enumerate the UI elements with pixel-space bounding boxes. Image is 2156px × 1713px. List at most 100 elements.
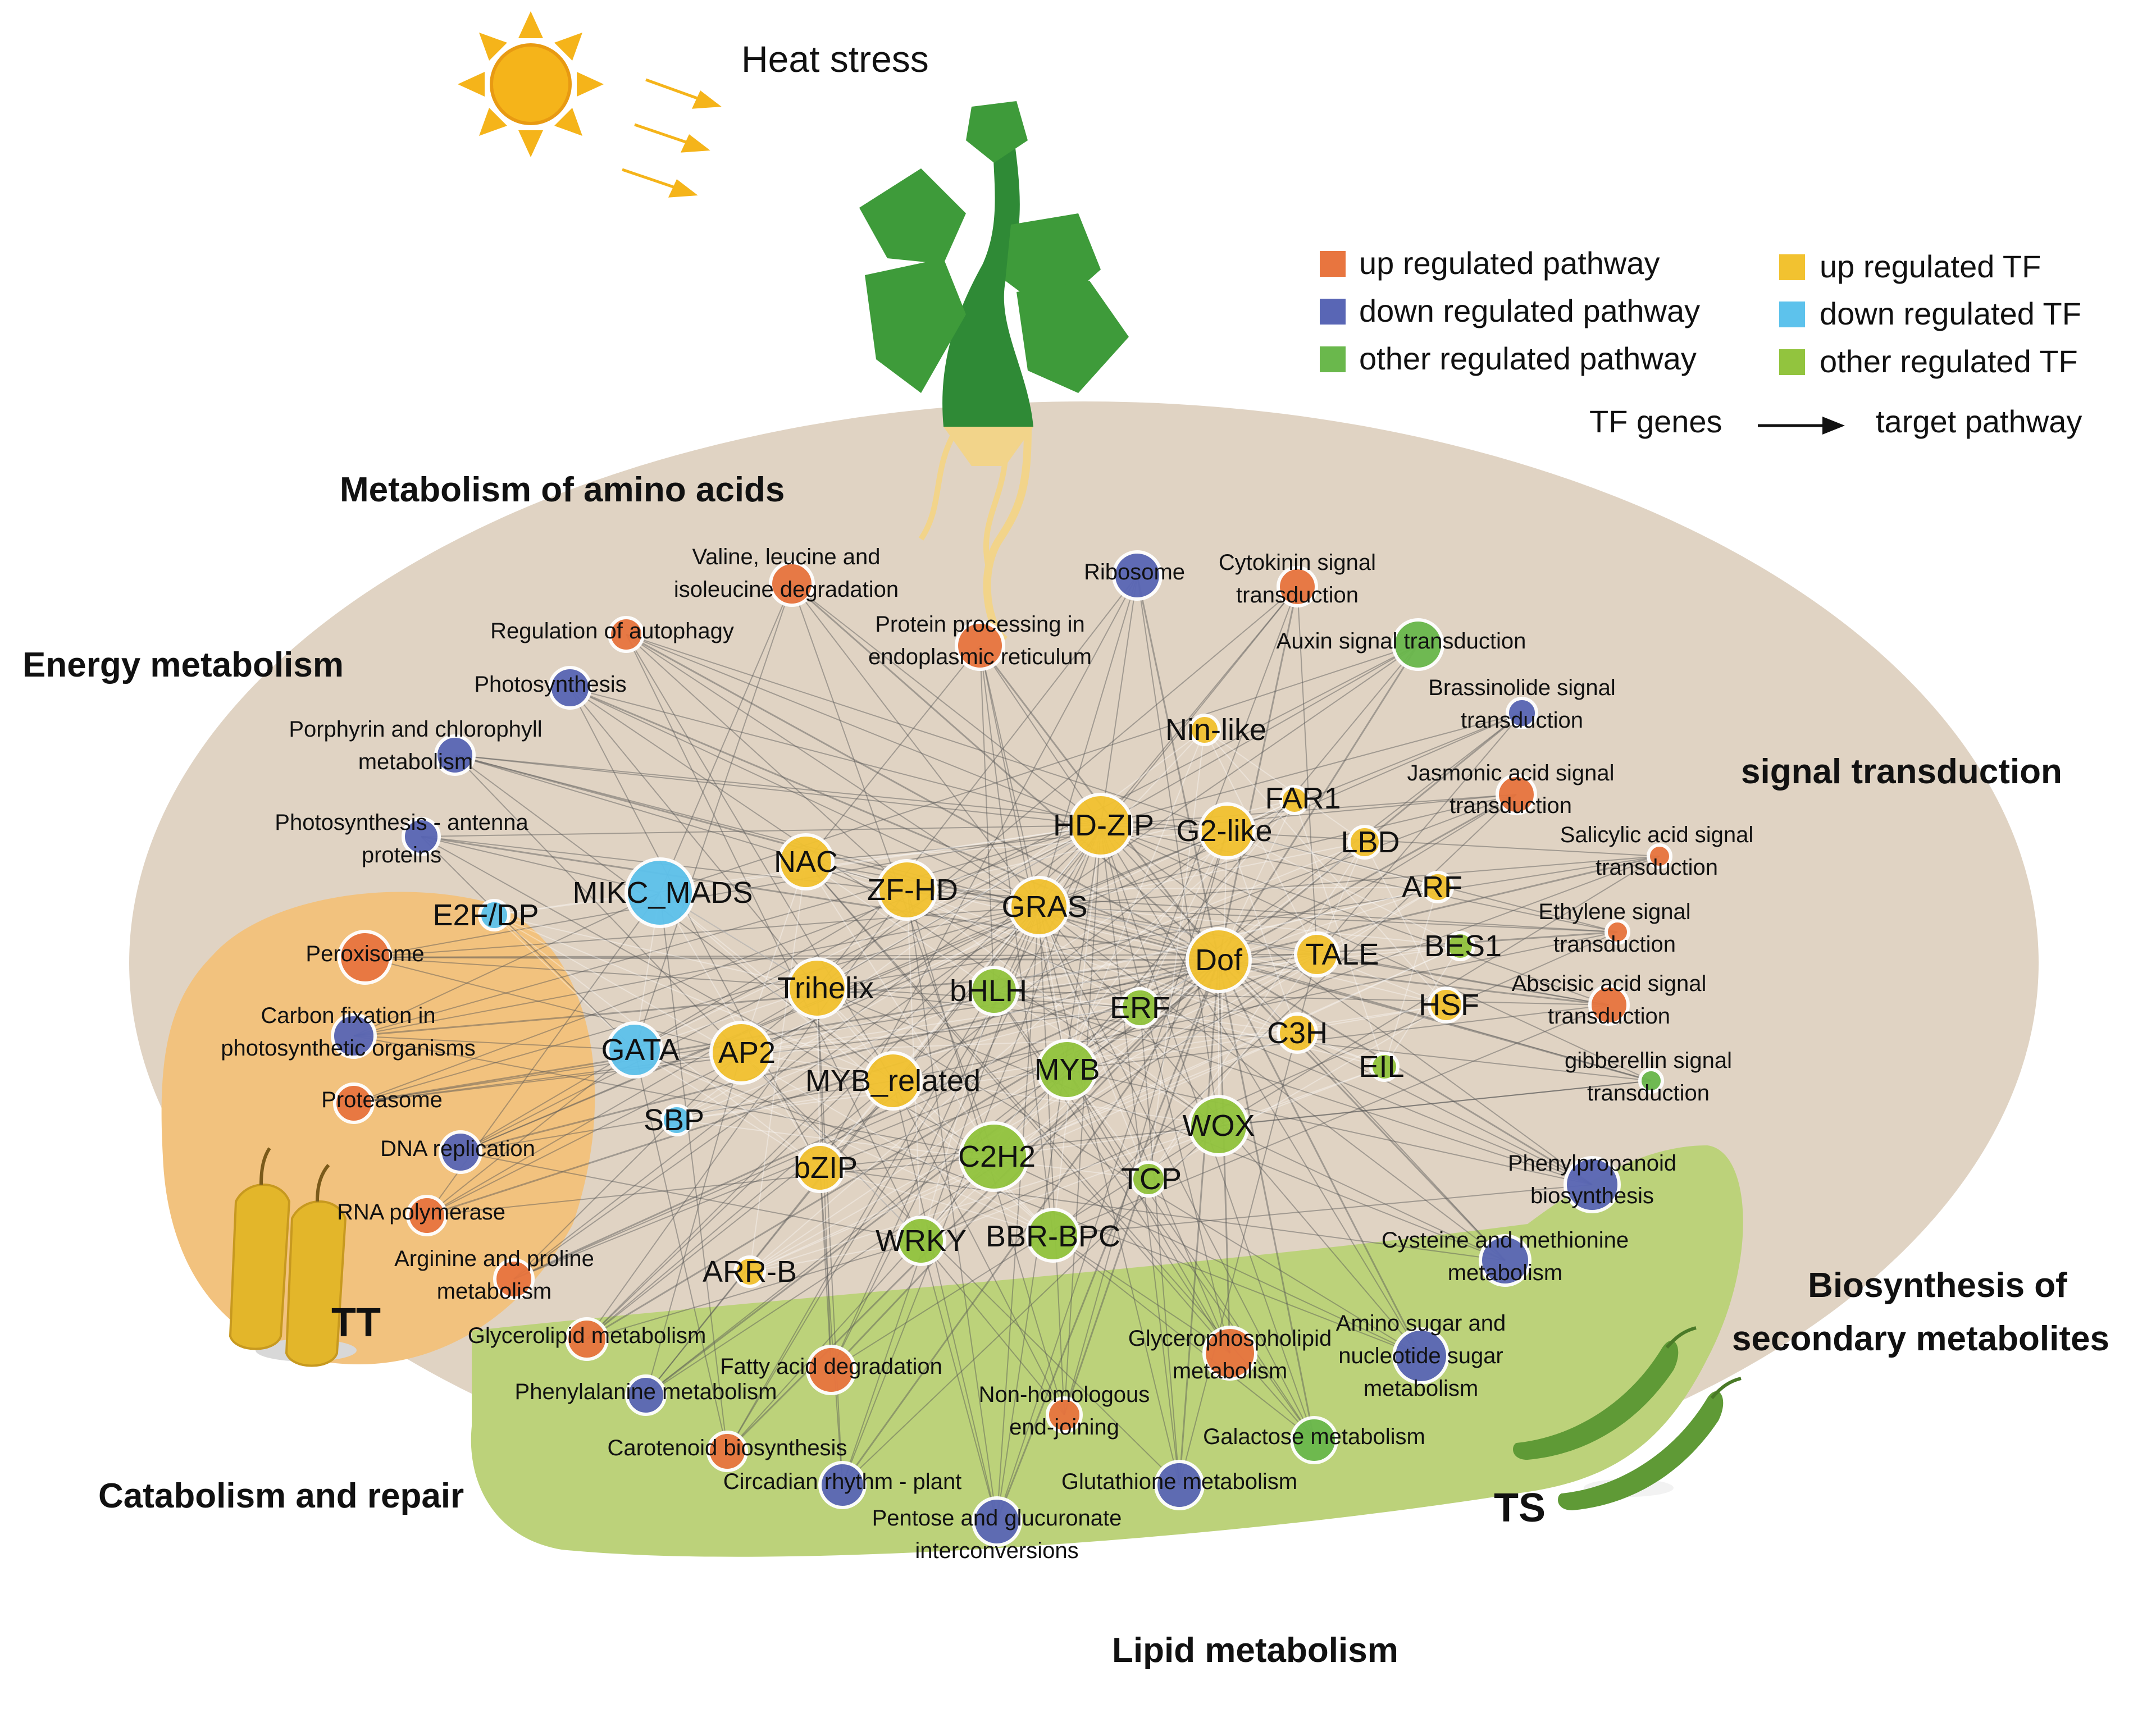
pathway-node-salicylic[interactable]	[1647, 843, 1672, 869]
pathway-node-porphyrin[interactable]	[434, 734, 476, 776]
pathway-node-ribosome[interactable]	[1112, 550, 1163, 601]
tf-node-ap2[interactable]	[709, 1021, 773, 1085]
pathway-node-carotenoid[interactable]	[706, 1431, 748, 1472]
edge-dof-antenna	[421, 835, 1219, 961]
pathway-label-glutathione: Glutathione metabolism	[1061, 1469, 1297, 1494]
pathway-node-abscisic[interactable]	[1588, 984, 1630, 1026]
pathway-node-amino_sugar[interactable]	[1392, 1327, 1450, 1385]
edge-dof-cysteine	[1218, 959, 1506, 1262]
tf-node-gras[interactable]	[1008, 876, 1070, 938]
tf-node-nac[interactable]	[777, 833, 835, 890]
pathway-node-glutathione[interactable]	[1154, 1460, 1205, 1510]
tf-node-gata[interactable]	[606, 1021, 663, 1079]
pathway-node-phenylpropanoid[interactable]	[1564, 1156, 1621, 1213]
pathway-label-antenna: Photosynthesis - antenna	[275, 810, 528, 835]
pathway-node-jasmonic[interactable]	[1496, 774, 1537, 815]
edge-gata-auxin	[634, 644, 1419, 1050]
tf-node-trihelix[interactable]	[786, 957, 848, 1019]
tf-node-erf[interactable]	[1119, 987, 1161, 1029]
tf-node-zfhd[interactable]	[876, 859, 938, 921]
edge-mybrel-nhej	[892, 1080, 1065, 1415]
tf-node-tale[interactable]	[1294, 931, 1340, 977]
pathway-node-autophagy[interactable]	[608, 616, 645, 653]
tf-node-wox[interactable]	[1188, 1095, 1250, 1157]
tf-node-c3h[interactable]	[1277, 1012, 1318, 1054]
pathway-node-phenylalanine[interactable]	[625, 1374, 667, 1416]
tf-node-nin[interactable]	[1188, 714, 1221, 746]
tf-node-arf[interactable]	[1421, 871, 1454, 903]
edge-mikc-carbon	[353, 892, 660, 1036]
tf-label-far1: FAR1	[1265, 782, 1341, 815]
edge-dof-jasmonic	[1218, 793, 1517, 961]
tf-node-bhlh[interactable]	[969, 966, 1019, 1016]
edge-trihelix-gibberellin	[817, 988, 1652, 1081]
tf-node-bbr[interactable]	[1025, 1208, 1081, 1263]
tf-node-lbd[interactable]	[1347, 825, 1382, 860]
green-pepper-icon	[1513, 1326, 1742, 1510]
tf-node-far1[interactable]	[1279, 785, 1310, 815]
edge-hdzip-amino_sugar	[1100, 825, 1421, 1356]
pathway-node-nhej[interactable]	[1046, 1396, 1083, 1433]
tf-node-hsf[interactable]	[1428, 986, 1465, 1024]
edge-bzip-fatty	[819, 1167, 832, 1371]
tf-node-mybrel[interactable]	[863, 1051, 923, 1111]
pathway-node-valine[interactable]	[769, 561, 815, 607]
pathway-node-peroxisome[interactable]	[338, 930, 393, 985]
pathway-node-glycerolipid[interactable]	[565, 1317, 609, 1361]
pathway-node-ethylene[interactable]	[1605, 919, 1630, 945]
pathway-node-gibberellin[interactable]	[1638, 1068, 1664, 1094]
edge-lbd-tcp	[1148, 842, 1365, 1180]
pathway-node-carbon[interactable]	[331, 1013, 377, 1059]
pathway-node-pentose[interactable]	[972, 1496, 1022, 1547]
edge-mikc-carotenoid	[659, 892, 728, 1452]
edge-gras-galactose	[1038, 906, 1315, 1441]
edge-dof-gibberellin	[1218, 959, 1652, 1082]
tf-node-eil[interactable]	[1369, 1052, 1400, 1082]
tf-node-arrb[interactable]	[733, 1255, 766, 1288]
tf-node-tcp[interactable]	[1130, 1161, 1167, 1198]
pathway-node-photosynthesis[interactable]	[548, 666, 592, 710]
pathway-node-arginine[interactable]	[493, 1258, 535, 1300]
edge-zfhd-wox	[906, 889, 1219, 1126]
tf-node-e2f[interactable]	[478, 899, 510, 931]
tf-node-hdzip[interactable]	[1068, 793, 1133, 858]
edge-hdzip-rnapol	[426, 825, 1101, 1216]
tf-node-c2h2[interactable]	[959, 1121, 1029, 1192]
pathway-node-antenna[interactable]	[402, 817, 441, 856]
tf-label-nac: NAC	[774, 845, 838, 879]
pathway-node-auxin[interactable]	[1392, 618, 1444, 671]
edge-tale-myb	[1066, 954, 1318, 1070]
edge-wrky-glycerolipid	[586, 1240, 922, 1340]
pathway-label-brassinolide: transduction	[1461, 708, 1583, 733]
pathway-node-brassinolide[interactable]	[1506, 697, 1538, 729]
pathway-label-arginine: metabolism	[437, 1279, 552, 1304]
pathway-node-protein_er[interactable]	[955, 620, 1005, 671]
pathway-node-circadian[interactable]	[818, 1461, 867, 1509]
tf-node-bzip[interactable]	[795, 1143, 845, 1193]
pathway-label-circadian: Circadian rhythm - plant	[723, 1469, 962, 1494]
pathway-node-fatty[interactable]	[806, 1345, 856, 1395]
pathway-node-dna[interactable]	[439, 1130, 482, 1174]
edge-dof-photosynthesis	[569, 687, 1219, 961]
pathway-node-glycerophospholipid[interactable]	[1202, 1326, 1257, 1381]
tf-label-bhlh: bHLH	[950, 974, 1027, 1008]
tf-node-bes1[interactable]	[1445, 931, 1475, 961]
edge-bhlh-wrky	[920, 990, 995, 1241]
edge-dof-cytokinin	[1218, 586, 1298, 961]
pathway-node-proteasome[interactable]	[333, 1082, 375, 1124]
pathway-node-cysteine[interactable]	[1479, 1234, 1531, 1287]
pathway-node-cytokinin[interactable]	[1277, 566, 1318, 607]
pathway-node-rnapol[interactable]	[406, 1195, 448, 1236]
tf-node-wrky[interactable]	[896, 1216, 946, 1266]
tf-node-myb[interactable]	[1036, 1039, 1098, 1100]
edge-bes1-ap2	[741, 945, 1461, 1053]
tf-node-mikc[interactable]	[625, 857, 695, 928]
edge-far1-eil	[1294, 800, 1385, 1067]
pathway-label-amino_sugar: Amino sugar and	[1336, 1311, 1506, 1336]
pathway-node-galactose[interactable]	[1290, 1416, 1338, 1464]
tf-node-sbp[interactable]	[660, 1104, 693, 1136]
tf-node-dof[interactable]	[1186, 927, 1252, 993]
tf-node-g2[interactable]	[1198, 802, 1256, 860]
edge-mikc-antenna	[421, 836, 660, 893]
edge-tale-arginine	[513, 954, 1318, 1280]
